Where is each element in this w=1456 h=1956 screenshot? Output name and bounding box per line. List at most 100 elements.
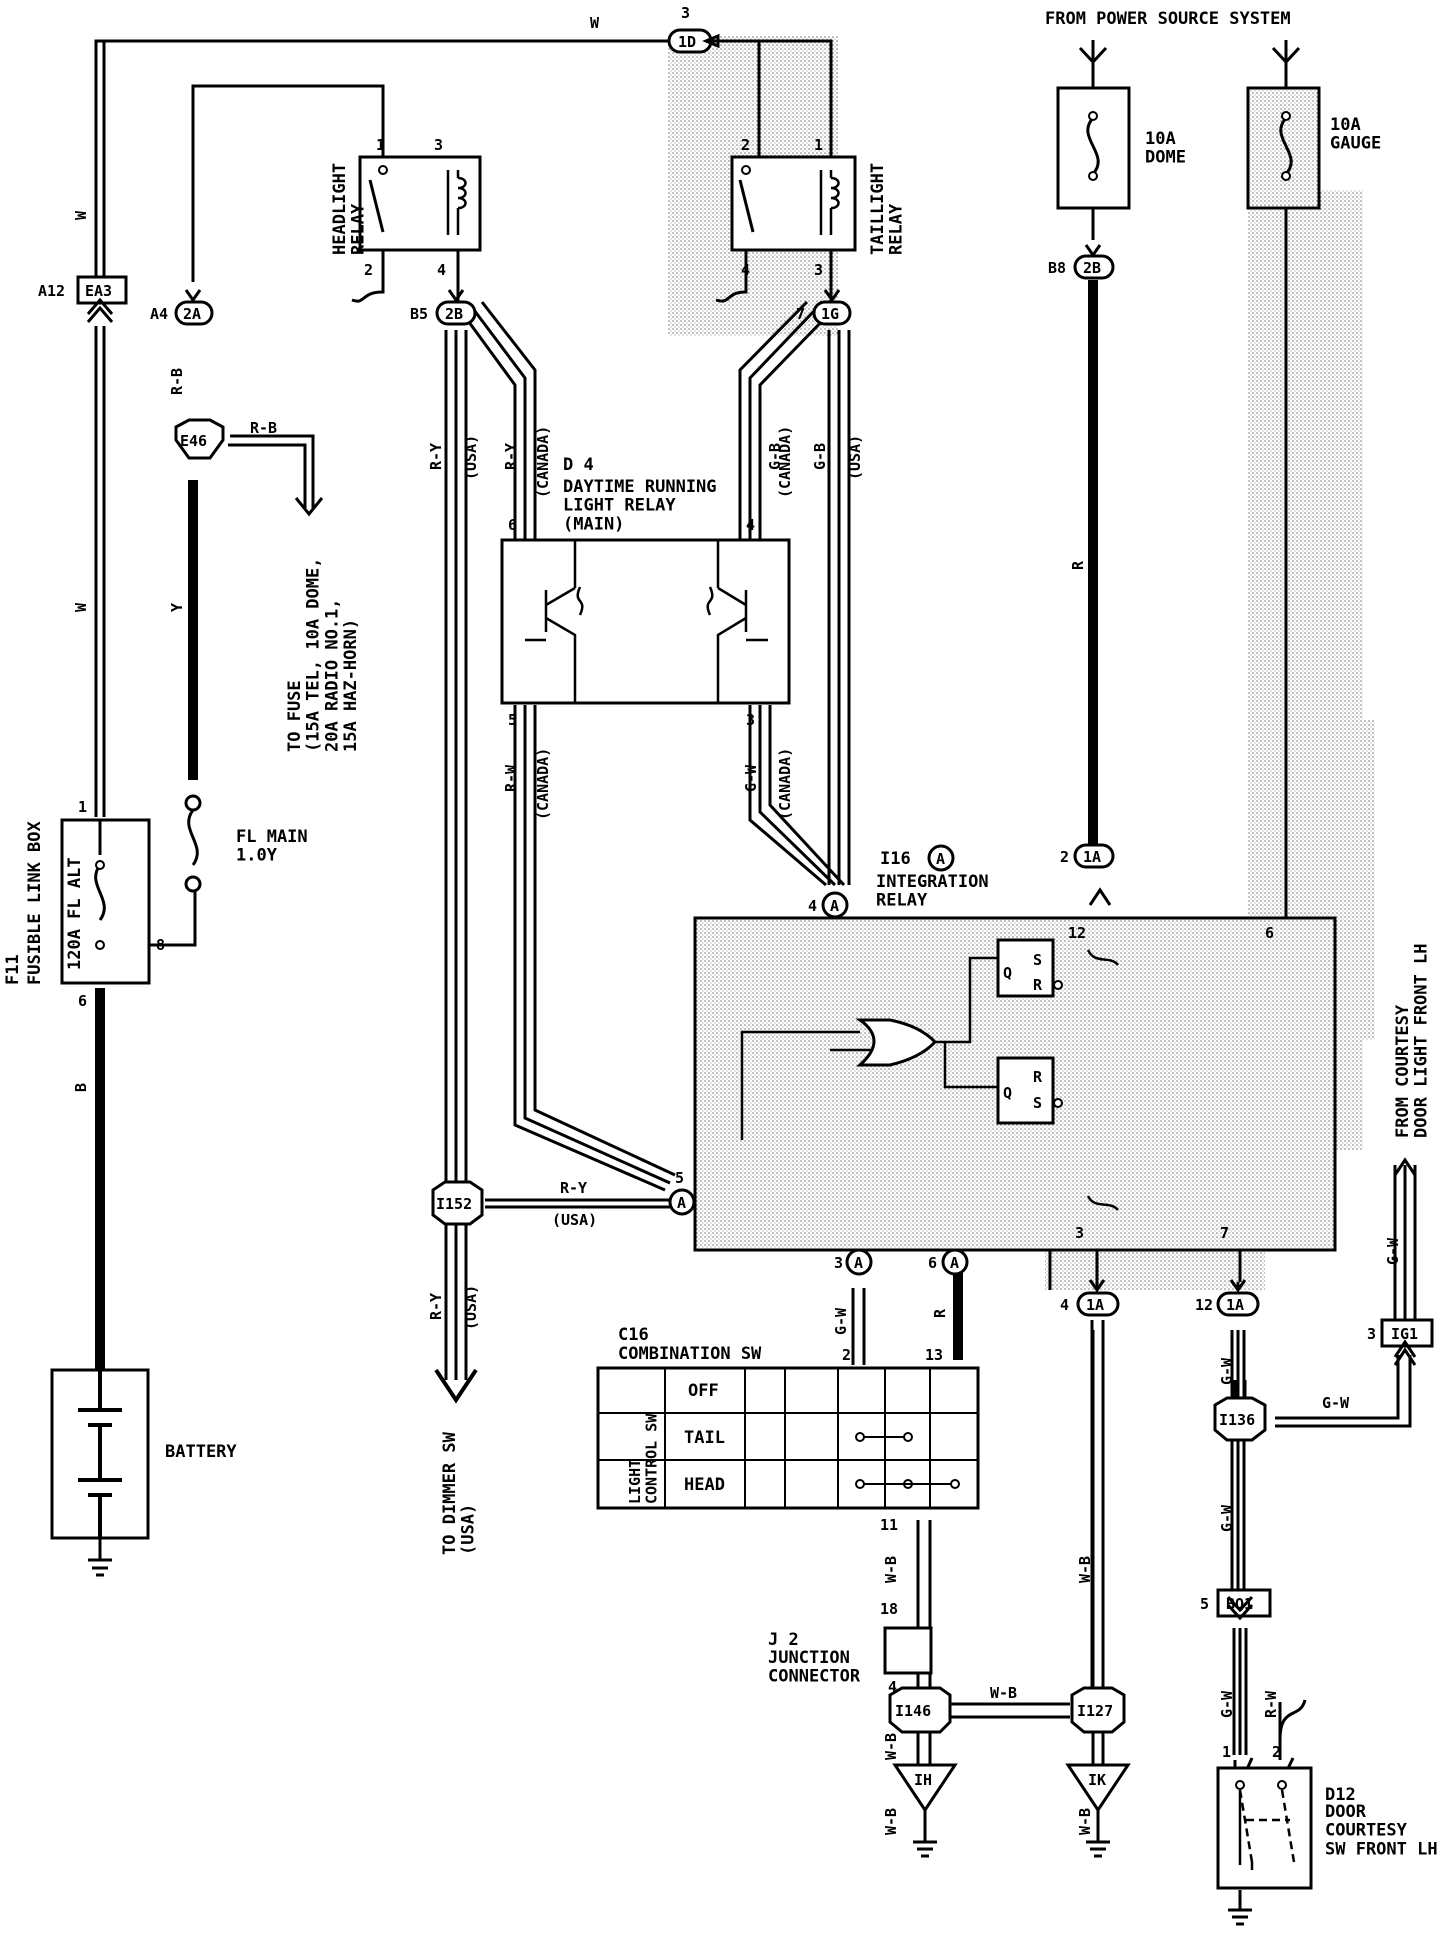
c-2a-ref: A4 — [150, 305, 168, 323]
i16-integration-relay — [693, 916, 1337, 1252]
connector-i146 — [888, 1686, 952, 1734]
hl-pin-3: 3 — [434, 136, 443, 154]
svg-text:G-W: G-W — [742, 764, 760, 792]
i16-id: I16 — [880, 849, 911, 869]
d12-door-courtesy-switch — [1216, 1699, 1313, 1926]
connector-a-3 — [845, 1248, 873, 1276]
j2-junction-connector — [883, 1626, 933, 1675]
d12-pin-1: 1 — [1222, 1743, 1231, 1761]
taillight-relay — [715, 155, 857, 303]
d4-id: D 4 — [563, 455, 594, 475]
i16-circle-letter: A — [936, 850, 945, 868]
to-dimmer-arrow — [434, 1368, 478, 1404]
d12-id: D12 — [1325, 1785, 1356, 1805]
svg-text:G-W: G-W — [1384, 1237, 1402, 1265]
f11-pin-6: 6 — [78, 992, 87, 1010]
hl-pin-2: 2 — [364, 261, 373, 279]
svg-text:R-Y: R-Y — [560, 1179, 587, 1197]
svg-text:R: R — [931, 1308, 949, 1318]
i16-a-circle — [927, 844, 955, 872]
connector-e46 — [174, 418, 225, 460]
ground-ik — [1065, 1763, 1131, 1858]
taillight-relay-label: TAILLIGHTRELAY — [868, 163, 907, 255]
svg-text:R-B: R-B — [168, 368, 186, 395]
ff1-q: Q — [1003, 964, 1012, 982]
c-1d-text: 1D — [678, 33, 696, 51]
c-1a-top-pin: 2 — [1060, 848, 1069, 866]
c-ea3-ref: A12 — [38, 282, 65, 300]
c-1a-right-text: 1A — [1226, 1296, 1244, 1314]
c-ig1-pin: 3 — [1367, 1325, 1376, 1343]
svg-text:Y: Y — [168, 603, 186, 612]
svg-text:G-W: G-W — [1218, 1690, 1236, 1718]
c16-row-head: HEAD — [684, 1475, 725, 1495]
f11-pin-8: 8 — [156, 936, 165, 954]
d4-pin-5: 5 — [508, 711, 517, 729]
ff2-s: S — [1033, 1094, 1042, 1112]
d4-pin-3: 3 — [746, 711, 755, 729]
hl-pin-1: 1 — [376, 136, 385, 154]
power-arrow-gauge — [1271, 40, 1301, 90]
fuse-dome — [1056, 86, 1131, 210]
c-ig1-text: IG1 — [1391, 1325, 1418, 1343]
svg-text:W-B: W-B — [1076, 1556, 1094, 1583]
connector-a-6 — [941, 1248, 969, 1276]
f11-name: FUSIBLE LINK BOX — [25, 820, 45, 985]
c-a-3-pin: 3 — [834, 1254, 843, 1272]
svg-text:(CANADA): (CANADA) — [534, 748, 552, 820]
c-a-5-text: A — [677, 1194, 686, 1212]
c-a-3-text: A — [854, 1254, 863, 1272]
d4-relay — [500, 538, 791, 705]
headlight-relay-label: HEADLIGHTRELAY — [330, 163, 369, 255]
c-ih-text: IH — [914, 1771, 932, 1789]
svg-text:W-B: W-B — [990, 1684, 1017, 1702]
i16-pin-12: 12 — [1068, 924, 1086, 942]
power-arrow-dome — [1078, 40, 1108, 90]
c16-row-tail: TAIL — [684, 1428, 725, 1448]
ff1-s: S — [1033, 951, 1042, 969]
c-ik-text: IK — [1088, 1771, 1106, 1789]
to-fuse-note: TO FUSE(15A TEL, 10A DOME,20A RADIO NO.1… — [285, 558, 361, 752]
c-1g-text: 1G — [821, 305, 839, 323]
d12-pin-2: 2 — [1272, 1743, 1281, 1761]
to-fuse-arrow — [228, 434, 324, 517]
c-a-5-pin: 5 — [675, 1169, 684, 1187]
tl-pin-3: 3 — [814, 261, 823, 279]
j2-pin-4: 4 — [888, 1678, 897, 1696]
svg-text:(CANADA): (CANADA) — [776, 748, 794, 820]
battery — [50, 1368, 150, 1577]
c-bq1-pin: 5 — [1200, 1595, 1209, 1613]
c16-pin-11: 11 — [880, 1516, 898, 1534]
svg-text:G-W: G-W — [832, 1307, 850, 1335]
svg-text:W: W — [72, 602, 90, 612]
c16-pin-2: 2 — [842, 1346, 851, 1364]
c-i136-text: I136 — [1219, 1411, 1255, 1429]
svg-text:G-W: G-W — [1218, 1504, 1236, 1532]
i16-pin-7: 7 — [1220, 1224, 1229, 1242]
j2-id: J 2 — [768, 1630, 799, 1650]
f11-fusible-link-box — [60, 818, 151, 985]
connector-1a-right — [1216, 1291, 1260, 1317]
fl-main-fuse — [184, 794, 202, 893]
ff1-r: R — [1033, 976, 1043, 994]
c-1a-top-text: 1A — [1083, 848, 1101, 866]
tl-pin-4: 4 — [741, 261, 750, 279]
f11-pin-1: 1 — [78, 798, 87, 816]
c-a-4-text: A — [830, 897, 839, 915]
svg-text:W-B: W-B — [882, 1556, 900, 1583]
svg-text:R-W: R-W — [1262, 1690, 1280, 1718]
d4-pin-4: 4 — [746, 516, 755, 534]
connector-ea3 — [76, 275, 128, 305]
svg-text:W-B: W-B — [1076, 1808, 1094, 1835]
c-i146-text: I146 — [895, 1702, 931, 1720]
tl-pin-2: 2 — [741, 136, 750, 154]
c-a-4-pin: 4 — [808, 897, 817, 915]
c-2b-right-text: 2B — [1083, 259, 1101, 277]
